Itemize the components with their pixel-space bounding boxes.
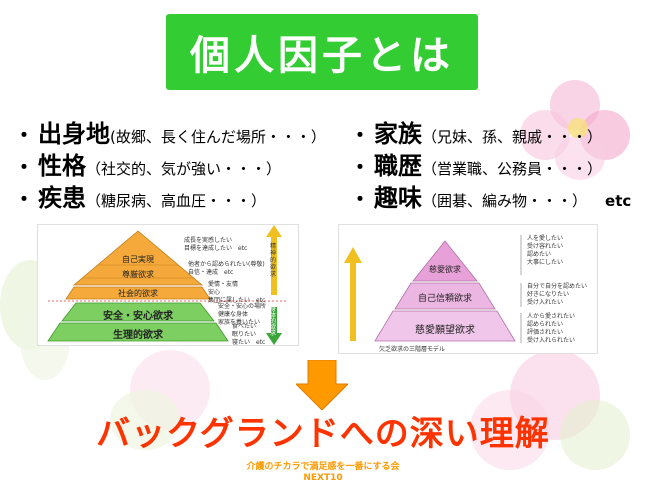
love-level-label: 慈愛欲求 [429, 265, 461, 274]
note-line: 食べたい [232, 323, 257, 330]
note-line: 人から愛されたい [527, 313, 576, 320]
note-line: 受け入れたい [527, 299, 564, 306]
factor-detail: (故郷、長く住んだ場所・・・） [110, 128, 326, 146]
bullet: ・ [14, 123, 34, 147]
maslow-level-label: 生理的欲求 [113, 330, 163, 341]
love-note: 自分で自分を認めたい 好きになりたい 受け入れたい [527, 283, 587, 307]
note-line: 眠りたい [232, 331, 257, 338]
note-line: 評価されたい [527, 329, 564, 336]
love-needs-pyramid-diagram: 慈愛欲求 自己信頼欲求 慈愛願望欲求 人を愛したい 受け容れたい 認めたい 大事… [338, 224, 598, 354]
factor-column-left: ・ 出身地 (故郷、長く住んだ場所・・・） ・ 性格 （社交的、気が強い・・・）… [14, 114, 326, 212]
footer-organization: 介護のチカラで満足感を一番にする会 [246, 462, 400, 472]
pyramid-tier-physiological [47, 322, 229, 342]
note-line: 受け容れたい [527, 243, 564, 250]
bullet: ・ [14, 155, 34, 179]
note-line: 認めたい [527, 251, 552, 258]
arrow-label-top: 精神的欲求 [270, 243, 277, 278]
factor-detail: （糖尿病、高血圧・・・） [86, 192, 267, 210]
title-banner: 個人因子とは [166, 14, 478, 90]
bullet: ・ [350, 123, 370, 147]
factor-item: ・ 家族 （兄妹、孫、親戚・・・） [350, 114, 631, 148]
love-pyramid-graphic [344, 235, 522, 343]
factor-detail: （囲碁、編み物・・・） [422, 192, 588, 210]
note-line: 大事にしたい [527, 259, 564, 266]
flower-decoration-top-right [520, 80, 640, 180]
factor-name: 性格 [38, 152, 86, 180]
maslow-level-label: 自己実現 [122, 255, 154, 264]
love-level-label: 慈愛願望欲求 [415, 325, 475, 336]
maslow-level-label: 社会的欲求 [118, 289, 158, 298]
note-line: 寝たい etc [232, 339, 266, 346]
etc-label: etc [605, 192, 632, 210]
maslow-note: 成長を実感したい 目標を達成したい etc [184, 237, 247, 253]
note-line: 成長を実感したい [184, 237, 233, 244]
note-line: 受け入れられたい [527, 337, 576, 344]
pyramid-tier-social [65, 286, 211, 300]
factor-item: ・ 趣味 （囲碁、編み物・・・） etc [350, 178, 632, 212]
arrow-head-up [344, 247, 362, 263]
love-tier-bottom [374, 310, 516, 342]
down-arrow-icon [296, 360, 348, 410]
bullet: ・ [14, 187, 34, 211]
factor-item: ・ 疾患 （糖尿病、高血圧・・・） [14, 178, 326, 212]
factor-name: 趣味 [374, 184, 422, 212]
footer: 介護のチカラで満足感を一番にする会 NEXT10 [0, 462, 646, 484]
factor-column-right: ・ 家族 （兄妹、孫、親戚・・・） ・ 職歴 （営業職、公務員・・・） ・ 趣味… [350, 114, 632, 212]
note-line: 自信・達成 etc [188, 269, 234, 276]
footer-brand: NEXT10 [303, 473, 343, 483]
love-note: 人から愛されたい 認められたい 評価されたい 受け入れられたい [527, 313, 575, 345]
factor-name: 疾患 [38, 184, 86, 212]
factor-item: ・ 出身地 (故郷、長く住んだ場所・・・） [14, 114, 326, 148]
factor-detail: （営業職、公務員・・・） [422, 160, 603, 178]
factor-detail: （社交的、気が強い・・・） [86, 160, 282, 178]
maslow-note: 愛情・友情 安心 集団に属したい etc [208, 281, 265, 305]
factor-item: ・ 性格 （社交的、気が強い・・・） [14, 146, 326, 180]
note-line: 人を愛したい [527, 235, 564, 242]
love-note: 人を愛したい 受け容れたい 認めたい 大事にしたい [527, 235, 563, 267]
love-level-label: 自己信頼欲求 [417, 294, 472, 304]
note-line: 健康な身体 [218, 311, 249, 318]
note-line: 目標を達成したい etc [184, 245, 248, 252]
arrow-label-bottom: 身体的欲求 [270, 306, 277, 337]
maslow-level-label: 安全・安心欲求 [103, 311, 173, 322]
maslow-pyramid-graphic [47, 225, 288, 345]
page-title: 個人因子とは [190, 33, 454, 79]
note-line: 自分で自分を認めたい [527, 283, 588, 290]
note-line: 集団に属したい etc [208, 297, 266, 304]
love-diagram-caption: 欠乏欲求の三階層モデル [379, 346, 446, 353]
note-line: 認められたい [527, 321, 564, 328]
bullet: ・ [350, 155, 370, 179]
note-line: 安全・安心の場所 [218, 303, 267, 310]
bullet: ・ [350, 187, 370, 211]
arrow-head-down [266, 333, 282, 345]
factor-name: 家族 [374, 120, 422, 148]
maslow-level-label: 尊厳欲求 [122, 270, 154, 279]
pyramid-tier-safety [61, 302, 215, 322]
conclusion-text: バックグランドへの深い理解 [96, 414, 550, 454]
maslow-note: 食べたい 眠りたい 寝たい etc [232, 323, 265, 347]
factor-item: ・ 職歴 （営業職、公務員・・・） [350, 146, 631, 180]
maslow-pyramid-diagram: 自己実現 尊厳欲求 社会的欲求 安全・安心欲求 生理的欲求 成長を実感したい 目… [37, 224, 299, 346]
pyramid-tier-upper [72, 230, 204, 286]
note-line: 愛情・友情 [208, 281, 239, 288]
arrow-head-up [266, 225, 282, 237]
note-line: 安心 [208, 289, 221, 296]
note-line: 他者から認められたい(尊敬) [188, 261, 265, 268]
love-tier-middle [394, 282, 496, 310]
maslow-note: 安全・安心の場所 健康な身体 家族を養いたい [218, 303, 266, 327]
factor-detail: （兄妹、孫、親戚・・・） [422, 128, 603, 146]
note-line: 家族を養いたい [218, 319, 261, 326]
flower-decoration-bottom-left [110, 350, 230, 460]
factor-name: 職歴 [374, 152, 422, 180]
note-line: 好きになりたい [527, 291, 570, 298]
factor-name: 出身地 [38, 120, 110, 148]
love-tier-top [412, 240, 478, 282]
flower-decoration-bottom-right [470, 340, 640, 490]
maslow-note: 他者から認められたい(尊敬) 自信・達成 etc [188, 261, 265, 277]
